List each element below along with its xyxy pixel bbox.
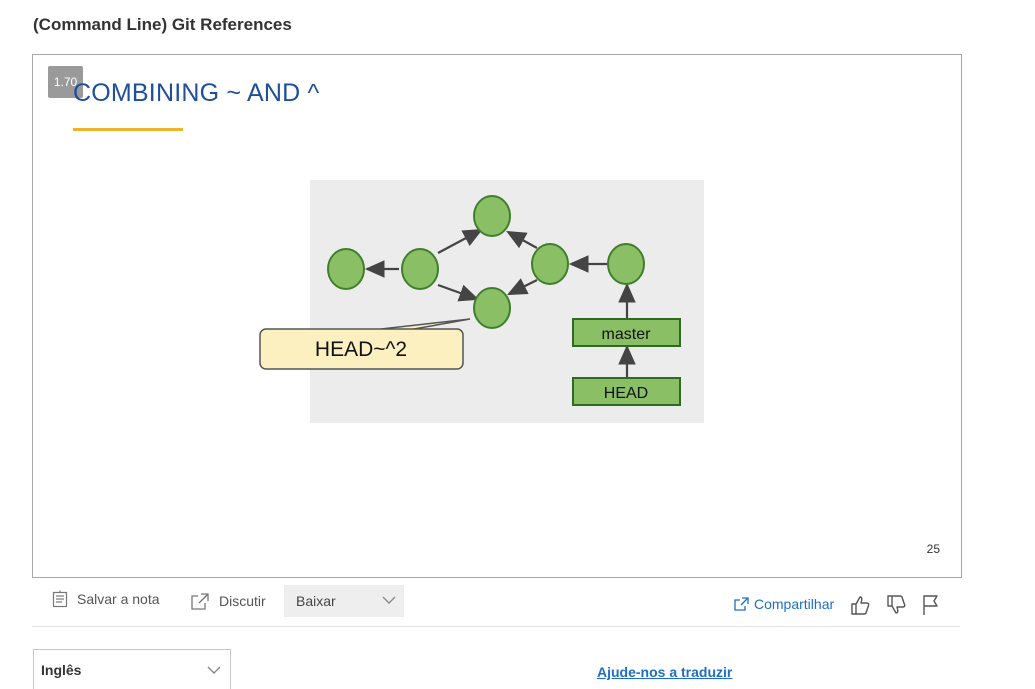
- note-icon: [52, 590, 68, 608]
- flag-icon[interactable]: [921, 594, 941, 616]
- chevron-down-icon: [207, 666, 221, 674]
- playback-speed-badge[interactable]: 1.70: [48, 66, 83, 98]
- save-note-button[interactable]: Salvar a nota: [52, 590, 160, 608]
- thumbs-down-icon[interactable]: [885, 594, 907, 616]
- thumbs-up-icon[interactable]: [849, 594, 871, 616]
- edge-arrow: [437, 283, 480, 302]
- discuss-button[interactable]: Discutir: [190, 592, 266, 610]
- commit-node: [327, 248, 365, 290]
- page-title: (Command Line) Git References: [33, 15, 292, 34]
- save-note-label: Salvar a nota: [77, 591, 160, 607]
- callout-box: [259, 328, 464, 370]
- master-box: [572, 318, 681, 347]
- language-dropdown[interactable]: Inglês: [33, 649, 231, 689]
- language-label: Inglês: [41, 662, 82, 678]
- slide-heading: COMBINING ~ AND ^: [73, 79, 320, 107]
- external-link-icon: [191, 593, 209, 610]
- slide-viewer[interactable]: 1.70 COMBINING ~ AND ^: [32, 54, 962, 578]
- share-link[interactable]: Compartilhar: [734, 596, 834, 612]
- head-box: [572, 377, 681, 406]
- callout-text: HEAD~^2: [315, 338, 407, 361]
- share-label: Compartilhar: [754, 596, 835, 612]
- edge-arrow: [437, 228, 483, 254]
- download-label: Baixar: [296, 593, 336, 609]
- edge-arrow: [506, 230, 538, 249]
- commit-node: [531, 243, 569, 285]
- commit-node: [473, 195, 511, 237]
- master-label: master: [602, 326, 652, 343]
- heading-underline: [73, 128, 183, 131]
- slide-toolbar: Salvar a nota Discutir Baixar Compartilh…: [32, 584, 960, 627]
- chevron-down-icon: [382, 596, 396, 604]
- commit-node: [401, 248, 439, 290]
- git-commit-diagram: master HEAD HEAD~^2: [259, 180, 704, 423]
- edge-arrow: [507, 278, 538, 295]
- commit-node: [607, 243, 645, 285]
- help-translate-link[interactable]: Ajude-nos a traduzir: [597, 664, 733, 680]
- discuss-label: Discutir: [219, 593, 266, 609]
- commit-node: [473, 287, 511, 329]
- slide-page-number: 25: [926, 542, 940, 556]
- share-icon: [734, 597, 749, 611]
- download-dropdown[interactable]: Baixar: [284, 585, 404, 617]
- head-label: HEAD: [604, 385, 648, 402]
